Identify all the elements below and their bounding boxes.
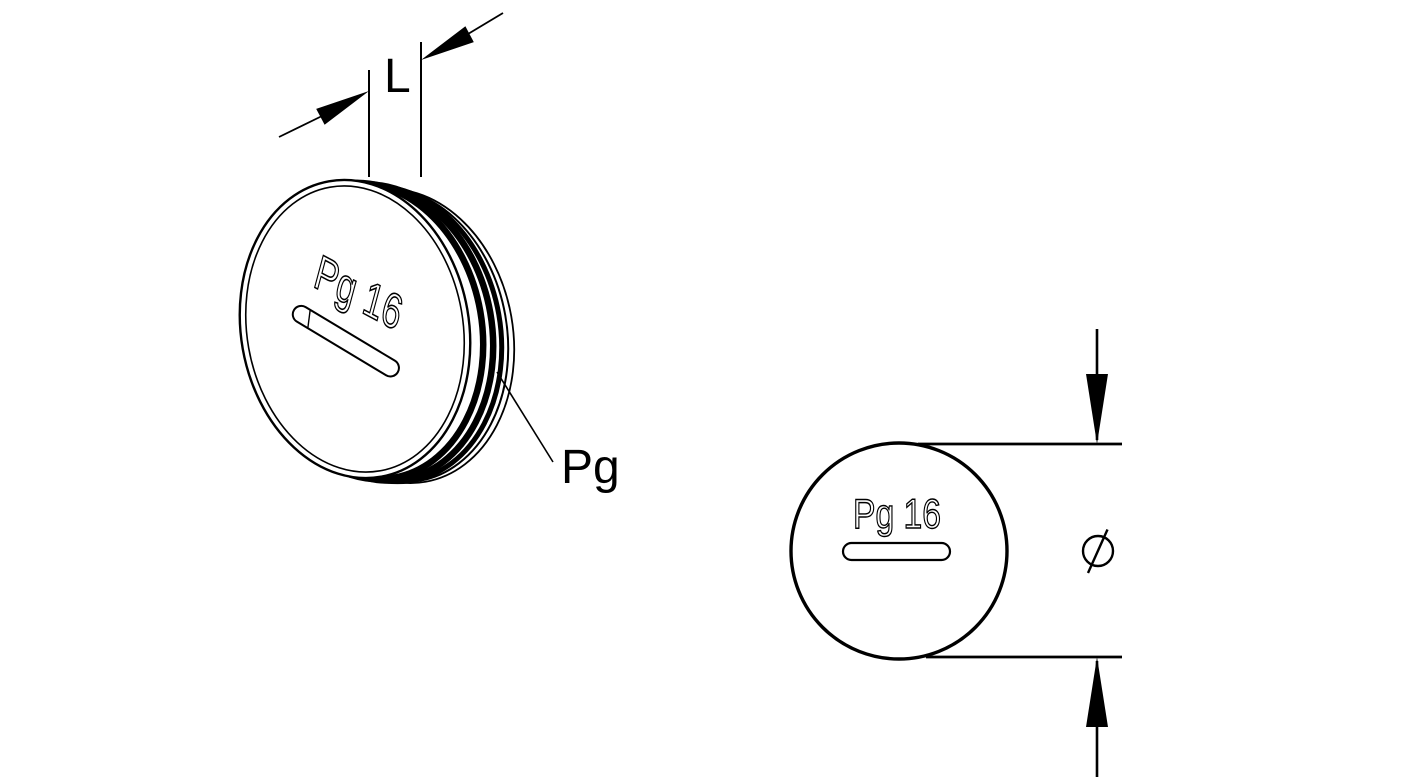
face-chamfer-line bbox=[244, 185, 466, 473]
screwdriver-slot bbox=[291, 304, 400, 378]
front-view: Pg 16 bbox=[789, 329, 1122, 777]
leader-line bbox=[496, 371, 554, 463]
diameter-symbol-icon bbox=[1081, 529, 1115, 574]
slot-depth-line bbox=[307, 310, 311, 328]
front-screwdriver-slot bbox=[841, 541, 952, 562]
dimension-arrowhead bbox=[421, 26, 474, 60]
thread-leader-label: Pg bbox=[561, 441, 620, 494]
length-dimension-label: L bbox=[384, 50, 411, 103]
perspective-view: Pg 16 L Pg bbox=[238, 12, 620, 494]
slot-outline bbox=[291, 304, 400, 378]
dimension-arrowhead-up bbox=[1086, 657, 1108, 727]
diameter-dimension bbox=[918, 329, 1122, 777]
dimension-line-tail-upper bbox=[467, 12, 504, 35]
dimension-line-tail-lower bbox=[278, 115, 323, 138]
dimension-arrowhead bbox=[316, 91, 369, 125]
diameter-symbol-circle bbox=[1081, 534, 1115, 568]
length-dimension: L bbox=[278, 12, 504, 177]
plug-face bbox=[238, 178, 472, 480]
thread-leader: Pg bbox=[496, 371, 620, 494]
front-face-marking-text: Pg 16 bbox=[853, 490, 941, 537]
dimension-arrowhead-down bbox=[1086, 374, 1108, 444]
diameter-symbol-slash bbox=[1086, 529, 1109, 574]
